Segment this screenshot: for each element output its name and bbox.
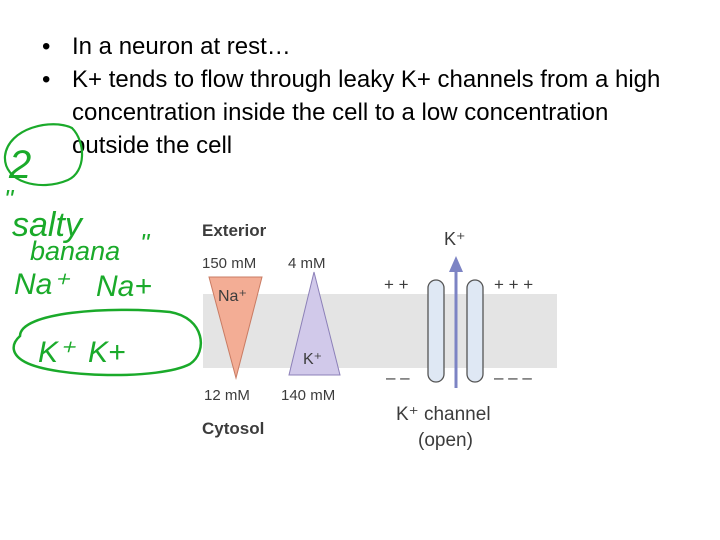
- minus-charges-right: – – –: [494, 368, 532, 387]
- handwritten-quote-close: ": [140, 228, 151, 258]
- membrane-band: [203, 294, 557, 368]
- exterior-label: Exterior: [202, 221, 267, 240]
- channel-wall-right: [466, 279, 484, 383]
- na-gradient-triangle: [208, 276, 263, 380]
- na-inside-concentration: 12 mM: [204, 387, 250, 404]
- handwritten-number: 2: [8, 143, 31, 187]
- k-gradient-triangle: [288, 271, 341, 376]
- na-outside-concentration: 150 mM: [202, 255, 256, 272]
- k-arrow-label: K⁺: [444, 229, 466, 249]
- minus-charges-left: – –: [386, 368, 410, 387]
- handwritten-quote-open: ": [4, 184, 15, 214]
- channel-wall-left: [427, 279, 445, 383]
- circled-number-ring: [3, 123, 84, 187]
- k-flow-arrow-head: [449, 256, 463, 272]
- cytosol-label: Cytosol: [202, 419, 264, 438]
- handwritten-na-2: Na+: [96, 270, 152, 303]
- handwritten-notes: 2 " salty banana " Na⁺ Na+ K⁺ K+: [3, 123, 203, 377]
- k-ion-label: K⁺: [303, 351, 322, 368]
- channel-state-label: (open): [418, 430, 473, 451]
- bullet-list: • In a neuron at rest… • K+ tends to flo…: [42, 30, 692, 162]
- bullet-text: In a neuron at rest…: [72, 33, 291, 60]
- channel-label: K⁺ channel: [396, 404, 491, 425]
- na-ion-label: Na⁺: [218, 288, 247, 305]
- handwritten-na-1: Na⁺: [14, 268, 70, 301]
- handwritten-k-2: K+: [88, 336, 126, 369]
- membrane-figure: Exterior 150 mM 4 mM Na⁺ K⁺ 12 mM 140 mM…: [202, 221, 557, 451]
- handwritten-word-salty: salty: [12, 206, 84, 244]
- handwritten-word-banana: banana: [30, 236, 120, 266]
- handwritten-oval: [12, 308, 203, 377]
- plus-charges-left: + +: [384, 275, 409, 294]
- plus-charges-right: + + +: [494, 275, 533, 294]
- bullet-item: • In a neuron at rest…: [42, 30, 692, 63]
- bullet-item: • K+ tends to flow through leaky K+ chan…: [42, 63, 692, 162]
- bullet-text: K+ tends to flow through leaky K+ channe…: [72, 66, 661, 159]
- bullet-marker: •: [42, 66, 51, 93]
- handwritten-k-1: K⁺: [38, 336, 76, 369]
- bullet-marker: •: [42, 33, 51, 60]
- k-inside-concentration: 140 mM: [281, 387, 335, 404]
- k-outside-concentration: 4 mM: [288, 255, 326, 272]
